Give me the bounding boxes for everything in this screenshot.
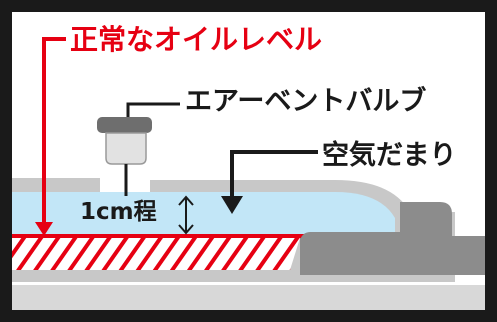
normal-oil-level-label: 正常なオイルレベル bbox=[70, 23, 323, 56]
down-arrow-icon bbox=[221, 196, 243, 214]
air-pocket-leader-line bbox=[230, 150, 318, 200]
valve-cap bbox=[97, 117, 152, 133]
oil-level-leader-line bbox=[42, 37, 66, 228]
depth-label: 1cm程 bbox=[80, 199, 157, 225]
air-pocket-label: 空気だまり bbox=[322, 140, 457, 171]
oil-level-arrowhead bbox=[35, 222, 53, 236]
pipe-connector bbox=[300, 232, 420, 268]
oil-region bbox=[12, 238, 300, 270]
valve-body bbox=[105, 132, 147, 165]
base-plate bbox=[12, 285, 485, 310]
up-down-arrow-icon bbox=[178, 195, 194, 235]
air-pocket-region bbox=[12, 192, 395, 235]
valve-leader-line bbox=[126, 102, 180, 117]
air-vent-valve-label: エアーベントバルブ bbox=[185, 86, 427, 117]
